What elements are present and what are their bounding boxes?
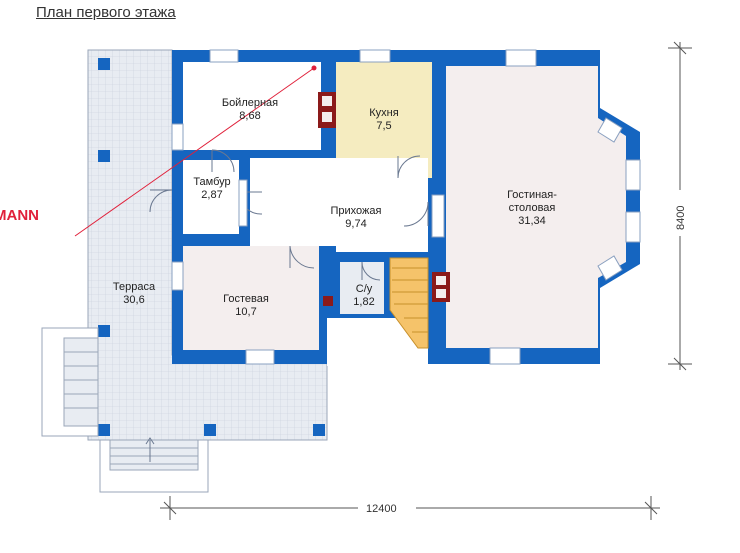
dimension-width — [160, 496, 660, 520]
label-boiler-area: 8,68 — [239, 110, 260, 122]
terrace-post — [204, 424, 216, 436]
label-bathroom-name: С/у — [356, 283, 373, 295]
window — [597, 117, 623, 143]
dimension-height — [668, 41, 692, 371]
brand-logo: MANN — [0, 207, 39, 224]
label-hall-area: 9,74 — [345, 218, 366, 230]
door-icon — [361, 261, 381, 281]
room-labels: Бойлерная 8,68 Кухня 7,5 Тамбур 2,87 При… — [113, 97, 557, 318]
window — [489, 347, 521, 365]
label-tambour-name: Тамбур — [193, 176, 230, 188]
terrace-post — [98, 424, 110, 436]
label-guest-name: Гостевая — [223, 293, 269, 305]
house — [172, 50, 640, 366]
terrace-steps-left — [41, 327, 99, 437]
window — [171, 123, 184, 151]
terrace-steps-bottom — [99, 437, 209, 493]
chimneys — [318, 92, 450, 306]
terrace-post — [98, 150, 110, 162]
door-icon — [397, 155, 421, 179]
dimension-height-label: 8400 — [675, 206, 687, 230]
window — [597, 255, 623, 281]
window — [209, 49, 239, 63]
window — [505, 49, 537, 67]
vent-icon — [323, 296, 333, 306]
label-living-area: 31,34 — [518, 215, 546, 227]
dimension-width-label: 12400 — [366, 503, 397, 515]
window — [171, 261, 184, 291]
staircase — [389, 257, 429, 349]
room-tambour — [183, 160, 239, 234]
windows — [171, 49, 641, 365]
door-icon — [289, 245, 315, 269]
label-bathroom-area: 1,82 — [353, 296, 374, 308]
window — [431, 194, 445, 238]
label-terrace-area: 30,6 — [123, 294, 144, 306]
plan-title: План первого этажа — [36, 4, 176, 21]
label-tambour-area: 2,87 — [201, 189, 222, 201]
label-hall-name: Прихожая — [331, 205, 382, 217]
door-icon — [149, 189, 173, 213]
label-terrace-name: Терраса — [113, 281, 156, 293]
window — [245, 349, 275, 365]
label-guest-area: 10,7 — [235, 306, 256, 318]
window — [625, 159, 641, 191]
label-boiler-name: Бойлерная — [222, 97, 278, 109]
window — [359, 49, 391, 63]
laser-line — [74, 65, 317, 237]
terrace-post — [98, 325, 110, 337]
terrace-post — [98, 58, 110, 70]
label-living-name2: столовая — [509, 202, 556, 214]
doors — [149, 149, 429, 281]
room-boiler — [183, 62, 321, 150]
label-kitchen-name: Кухня — [369, 107, 398, 119]
label-living-name: Гостиная- — [507, 189, 557, 201]
label-kitchen-area: 7,5 — [376, 120, 391, 132]
door-icon — [403, 201, 429, 227]
terrace-post — [313, 424, 325, 436]
window — [625, 211, 641, 243]
room-guest — [183, 246, 319, 350]
door-icon — [211, 149, 235, 173]
